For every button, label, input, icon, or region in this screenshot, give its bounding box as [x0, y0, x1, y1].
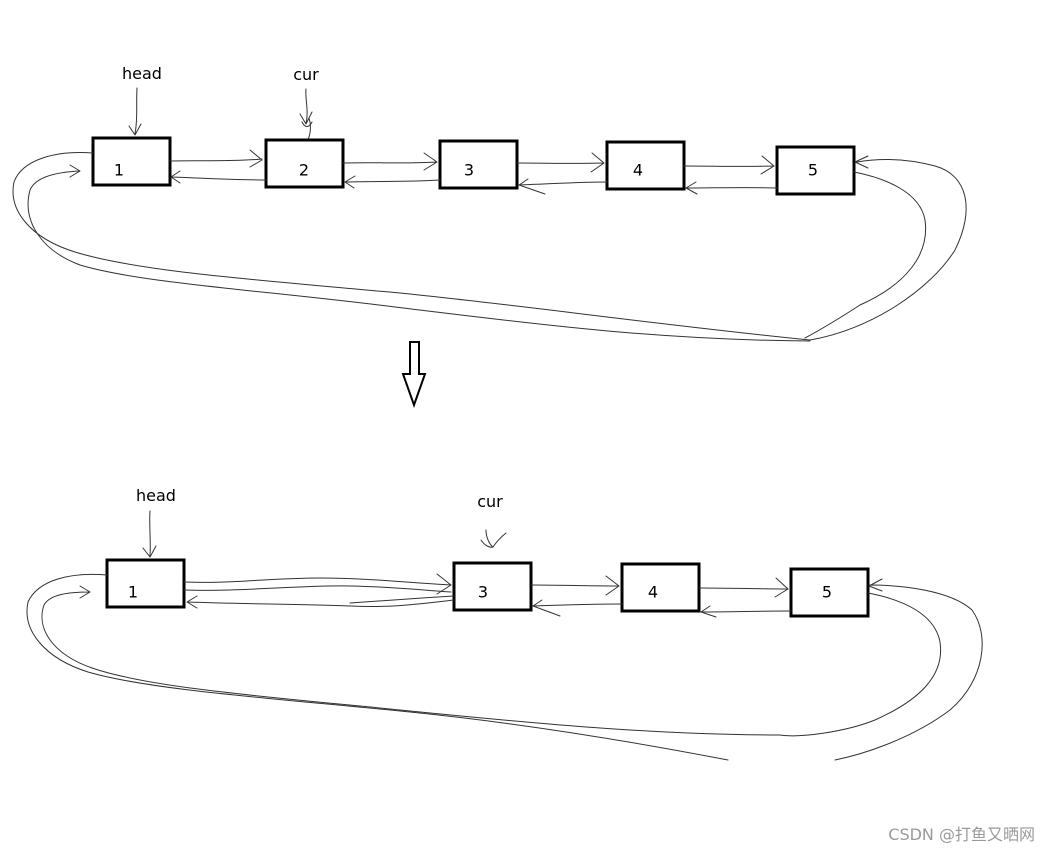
before-head-label: head [122, 64, 162, 83]
transition-down-arrow [401, 341, 427, 408]
after-node-value: 5 [822, 583, 832, 602]
before-prev-arrow [170, 170, 267, 184]
before-prev-arrow [518, 178, 608, 195]
before-head-arrow [128, 87, 142, 136]
watermark: CSDN @打鱼又晒网 [888, 825, 1035, 844]
after-prev-arrow [532, 599, 623, 617]
after-head-label: head [136, 486, 176, 505]
before-wrap-loop [27, 164, 927, 342]
before-list: head cur 1 2 3 4 5 [12, 64, 967, 342]
after-node: 5 [789, 567, 870, 618]
before-cur-label: cur [293, 65, 319, 84]
after-wrap-loop [26, 573, 983, 761]
before-wrap-loop [12, 151, 967, 341]
after-node-value: 4 [648, 583, 658, 602]
before-prev-arrow [685, 181, 778, 195]
before-next-arrow [516, 152, 605, 173]
after-next-arrow [530, 575, 620, 596]
before-node-value: 3 [464, 161, 474, 180]
after-cur-label: cur [477, 492, 503, 511]
after-next-arrow [183, 573, 452, 595]
after-node-value: 3 [478, 583, 488, 602]
before-node: 3 [438, 139, 519, 190]
before-node: 2 [264, 138, 345, 189]
after-node-value: 1 [128, 583, 138, 602]
after-cur-arrow [480, 529, 507, 548]
after-wrap-loop [41, 585, 942, 737]
before-node-value: 5 [808, 161, 818, 180]
before-next-arrow [342, 152, 438, 171]
before-cur-arrow [299, 88, 313, 141]
after-next-arrow [698, 577, 789, 598]
after-prev-arrow [186, 595, 455, 609]
before-node-value: 1 [114, 161, 124, 180]
after-node: 1 [105, 558, 186, 609]
after-list: head cur 1 3 4 5 [26, 486, 983, 761]
after-prev-arrow [349, 595, 455, 604]
after-node: 3 [452, 561, 533, 612]
before-node: 5 [775, 145, 856, 196]
after-node: 4 [620, 562, 701, 613]
after-head-arrow [142, 510, 157, 558]
before-prev-arrow [344, 175, 441, 189]
before-node: 4 [605, 140, 686, 191]
before-node: 1 [91, 136, 172, 187]
after-prev-arrow [700, 605, 792, 618]
before-node-value: 4 [633, 161, 643, 180]
after-next-arrow [183, 585, 452, 593]
before-next-arrow [169, 149, 263, 168]
before-node-value: 2 [299, 161, 309, 180]
before-next-arrow [683, 155, 775, 175]
